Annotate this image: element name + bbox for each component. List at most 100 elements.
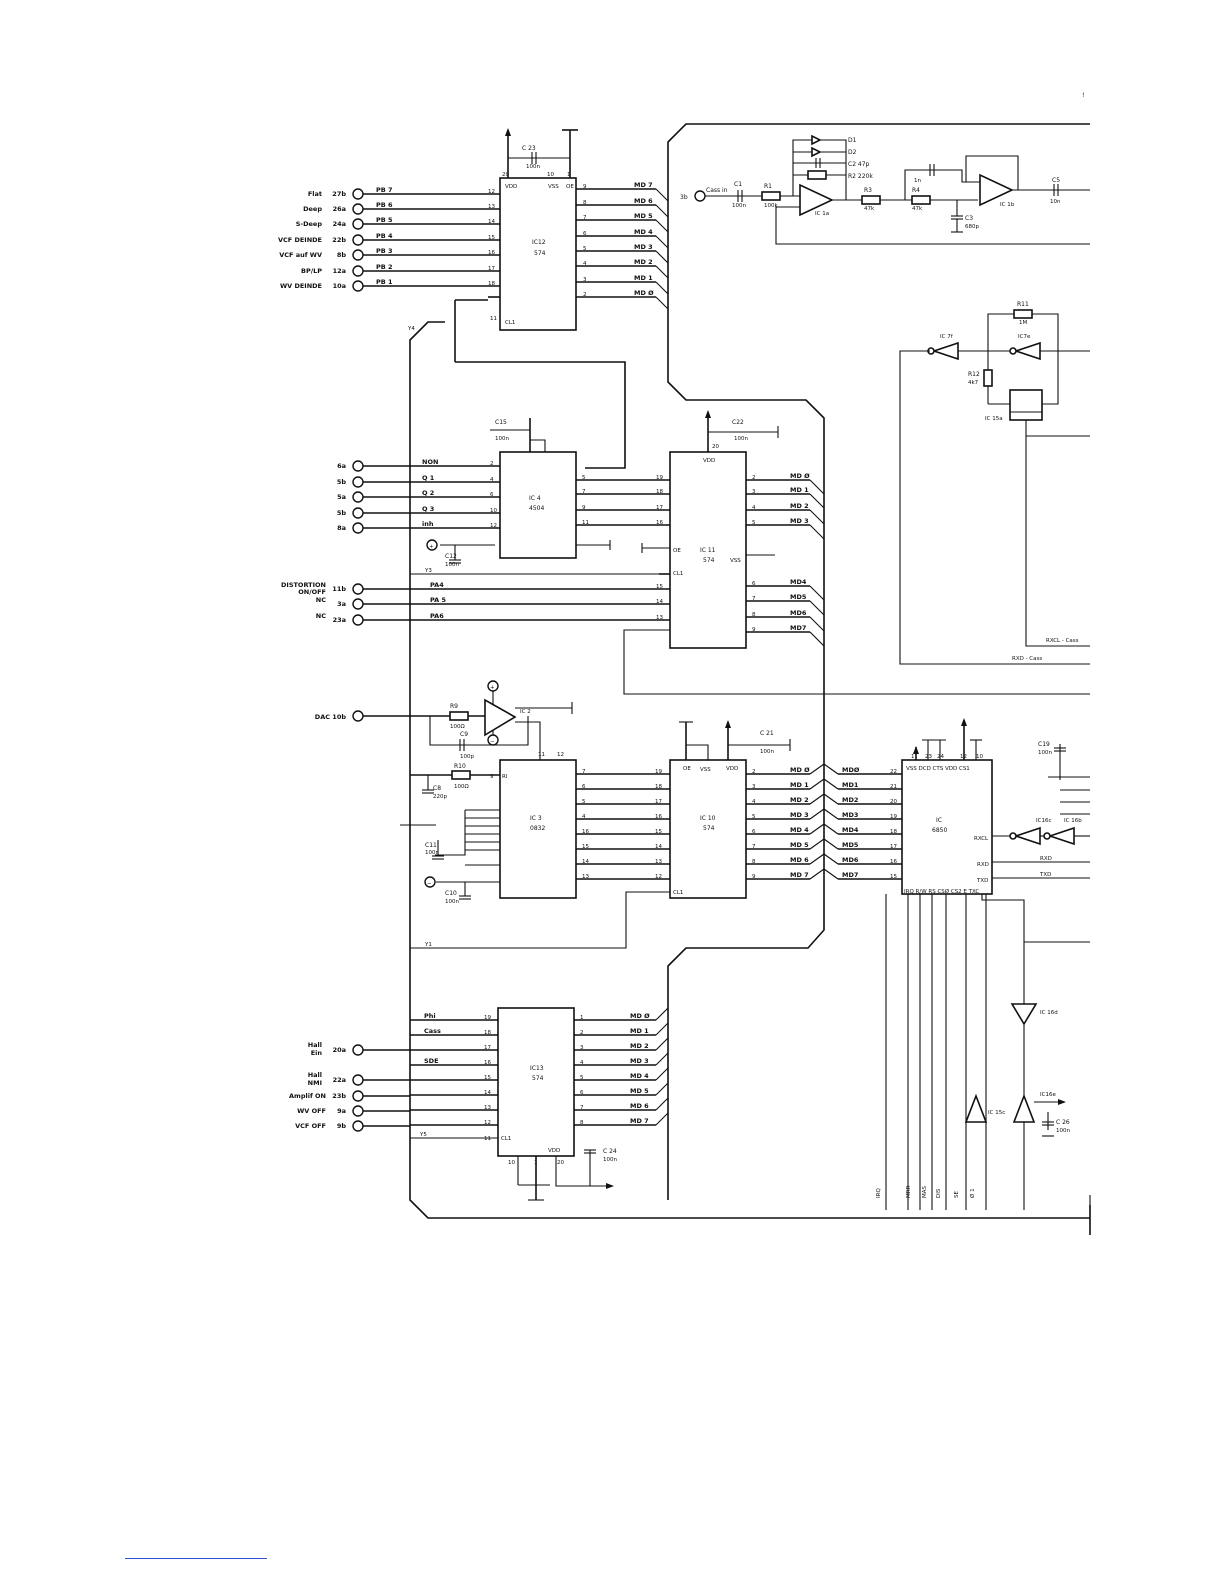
svg-text:−: −: [490, 739, 495, 745]
cass-r4: R4: [912, 187, 920, 194]
ic12-out-net: MD 6: [634, 197, 653, 205]
ic3-out-pin: 14: [582, 859, 589, 865]
ic12-out-pin: 6: [583, 231, 587, 237]
ic3-chip: [499, 759, 577, 899]
ic13-out-pin: 8: [580, 1120, 584, 1126]
ic13-bus-entry: [655, 1097, 669, 1111]
ic4-pin-num: 10: [490, 508, 497, 514]
ic12-out-entry: [655, 250, 669, 264]
mid-connector-net: PA 5: [430, 596, 446, 604]
rx-r11val: 1M: [1019, 320, 1027, 326]
ic2-r10val: 100Ω: [454, 784, 469, 790]
ic3-out-pin: 7: [582, 769, 586, 775]
ic6850-type: 6850: [932, 827, 947, 834]
ic1a-label: IC 1a: [815, 211, 829, 217]
mid-connector-pin: 11b: [332, 585, 346, 593]
ic10-bus-entry: [809, 778, 825, 790]
ic13-out-net: MD 2: [630, 1042, 649, 1050]
ic4-cap: C15: [495, 419, 507, 426]
ic3-name: IC 3: [530, 815, 542, 822]
ic15c-label: IC 15c: [988, 1110, 1005, 1116]
svg-text:20: 20: [712, 444, 719, 450]
ic12-out-net: MD 3: [634, 243, 653, 251]
bottom-connector-name2: NMI: [308, 1079, 322, 1087]
ic11-in-pin: 18: [656, 489, 663, 495]
bottom-connector-terminal: [352, 1105, 364, 1117]
ic11-pin-num: 15: [656, 584, 663, 590]
svg-text:1: 1: [567, 172, 571, 178]
ic10-chip: [669, 759, 747, 899]
svg-text:RI: RI: [502, 774, 508, 780]
ic13-out-net: MD 5: [630, 1087, 649, 1095]
ic12-pin-num: 14: [488, 219, 495, 225]
ic6850-pin-num: 17: [890, 844, 897, 850]
ic13-out-pin: 2: [580, 1030, 584, 1036]
svg-text:CL1: CL1: [505, 320, 515, 326]
ic4-connector-net: Q 3: [422, 505, 434, 513]
ic10-in-pin: 12: [655, 874, 662, 880]
rx-block: IC 7f IC7e R11 1M R12 4k7 IC 15a RXCL - …: [899, 301, 1090, 665]
ic11-out-net: MD 2: [790, 502, 809, 510]
ic3-c11: C11: [425, 842, 437, 849]
ic13-block: IC13 574 CL1 11 Y5 C 24 100n 10 1 20 VDD: [410, 1007, 617, 1201]
ic12-pin-num: 13: [488, 204, 495, 210]
ic4-connector-terminal: [352, 507, 364, 519]
ic4-name: IC 4: [529, 495, 541, 502]
ic13-in-pin: 15: [484, 1075, 491, 1081]
connector-net: PB 3: [376, 247, 393, 255]
ic11-out-net: MD4: [790, 578, 807, 586]
ic10-bus-entry: [809, 793, 825, 805]
ic6850-bus-entry: [823, 763, 839, 775]
ic11-capval: 100n: [734, 436, 748, 442]
ic13-out-net: MD 7: [630, 1117, 649, 1125]
ic4-connector-name: 5b: [337, 478, 347, 486]
ic4-pin-num: 4: [490, 477, 494, 483]
bottom-connector-name: WV OFF: [297, 1107, 326, 1115]
cass-c5: C5: [1052, 177, 1060, 184]
ic6850-pin-num: 19: [890, 814, 897, 820]
ic12-out-pin: 7: [583, 215, 587, 221]
ic11-out-net: MD 3: [790, 517, 809, 525]
svg-text:−: −: [427, 881, 432, 887]
ic13-in-pin: 17: [484, 1045, 491, 1051]
mid-connector-net: PA4: [430, 581, 444, 589]
ic12-out-net: MD Ø: [634, 289, 654, 297]
ic12-out-pin: 9: [583, 184, 587, 190]
ic10-out-pin: 6: [752, 829, 756, 835]
cass-c3val: 680p: [965, 224, 979, 230]
ic3-out-pin: 13: [582, 874, 589, 880]
ic13-out-net: MD 1: [630, 1027, 649, 1035]
ic2-r9: R9: [450, 703, 458, 710]
ic6850-name: IC: [936, 817, 942, 824]
ic6850-top-pins: VSS DCD CTS VDD CS1: [906, 766, 970, 772]
ic4-pin-num: 6: [490, 492, 494, 498]
ic13-in-label: SDE: [424, 1057, 439, 1065]
ic4-pin-num: 2: [490, 461, 494, 467]
ic11-in-pin: 16: [656, 520, 663, 526]
ic6850-in-net: MD6: [842, 856, 859, 864]
mid-connector-terminal: [352, 583, 364, 595]
ic6850-bus-entry: [823, 778, 839, 790]
svg-text:24: 24: [937, 754, 944, 760]
ic10-in-pin: 14: [655, 844, 662, 850]
svg-text:+: +: [490, 685, 495, 691]
ic11-out-pin: 6: [752, 581, 756, 587]
ic13-capval: 100n: [603, 1157, 617, 1163]
svg-text:10: 10: [547, 172, 554, 178]
c19val-label: 100n: [1038, 750, 1052, 756]
dac-name: DAC: [315, 713, 330, 721]
svg-text:+: +: [429, 544, 434, 550]
bottom-bus-label: Ø 1: [969, 1188, 976, 1198]
ic4-connector-name: 5a: [337, 493, 346, 501]
ic16b-label: IC 16b: [1064, 818, 1082, 824]
mid-connector-pin: 23a: [333, 616, 346, 624]
ic6850-bus-entry: [823, 868, 839, 880]
bottom-bus-label: MAS: [922, 1185, 928, 1198]
ic6850-pin-num: 21: [890, 784, 897, 790]
ic11-cap: C22: [732, 419, 744, 426]
ic3-out-pin: 5: [582, 799, 586, 805]
ic12-out-entry: [655, 281, 669, 295]
bottom-bus-label: DIS: [936, 1188, 942, 1198]
